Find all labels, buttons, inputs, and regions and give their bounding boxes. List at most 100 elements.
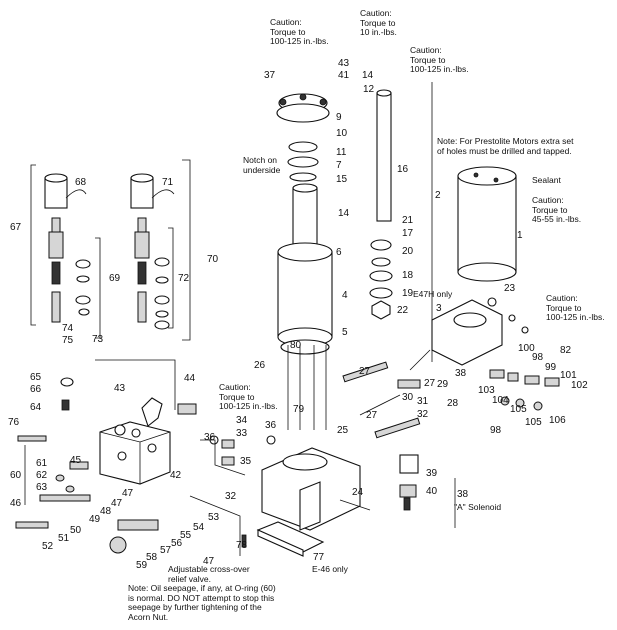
part-number: 1: [517, 230, 523, 241]
part-number: 50: [70, 525, 82, 536]
solenoid-coil-right: [130, 173, 175, 330]
part-number: 64: [30, 402, 42, 413]
part-number: 20: [402, 246, 414, 257]
part-number: 71: [162, 177, 174, 188]
part-number: 22: [397, 305, 409, 316]
part-number: 7: [336, 160, 342, 171]
caution-note: Caution: Torque to 100-125 in.-lbs.: [546, 293, 605, 322]
part-number: 75: [62, 335, 74, 346]
part-number: 14: [362, 70, 374, 81]
part-number: 48: [100, 506, 112, 517]
caution-note: Caution: Torque to 10 in.-lbs.: [360, 8, 397, 37]
part-number: 30: [402, 392, 414, 403]
relief-valve-label: Adjustable cross-over relief valve.: [168, 564, 250, 584]
valve-block: [99, 421, 171, 485]
part-number: 74: [62, 323, 74, 334]
part-number: 38: [455, 368, 467, 379]
part-number: 99: [545, 362, 557, 373]
motor: [457, 166, 517, 282]
part-number: 27: [366, 410, 378, 421]
part-number: 51: [58, 533, 70, 544]
part-number: 98: [532, 352, 544, 363]
part-number: 103: [478, 385, 495, 396]
part-number: 77: [313, 552, 325, 563]
part-number: 14: [338, 208, 350, 219]
part-number: 65: [30, 372, 42, 383]
part-number: 79: [293, 404, 305, 415]
part-number: 19: [402, 288, 414, 299]
part-number: 47: [122, 488, 134, 499]
part-number: 11: [336, 147, 347, 158]
part-number: 52: [42, 541, 54, 552]
part-number: 80: [290, 340, 302, 351]
caution-note: Caution: Torque to 100-125 in.-lbs.: [410, 45, 469, 74]
part-number: 62: [36, 470, 48, 481]
pump-column: [276, 93, 333, 355]
part-number: 44: [184, 373, 196, 384]
part-number: 106: [549, 415, 566, 426]
part-number: 39: [426, 468, 438, 479]
part-number: 23: [504, 283, 516, 294]
part-number: 63: [36, 482, 48, 493]
part-number: 47: [203, 556, 215, 567]
part-number: 49: [89, 514, 101, 525]
part-number: 32: [417, 409, 429, 420]
part-number: 59: [136, 560, 148, 571]
part-number: 3: [436, 303, 442, 314]
part-number: 40: [426, 486, 438, 497]
part-number: 67: [10, 222, 22, 233]
base-housing: [261, 447, 361, 531]
part-number: 5: [342, 327, 348, 338]
part-number: 34: [236, 415, 248, 426]
notch-label: Notch on underside: [243, 155, 281, 175]
part-number: 69: [109, 273, 121, 284]
part-number: 35: [240, 456, 252, 467]
part-number: 16: [397, 164, 409, 175]
prestolite-note: Note: For Prestolite Motors extra set of…: [437, 136, 574, 156]
part-number: 101: [560, 370, 577, 381]
part-number: 12: [363, 84, 375, 95]
part-number: 25: [337, 425, 349, 436]
part-number: 24: [352, 487, 364, 498]
part-number: 105: [525, 417, 542, 428]
part-number: 105: [510, 404, 527, 415]
part-number: 43: [114, 383, 126, 394]
part-number: 56: [171, 538, 183, 549]
part-number: 31: [417, 396, 429, 407]
part-number: 33: [236, 428, 248, 439]
solenoid-coil-left: [44, 173, 91, 323]
part-number: 15: [336, 174, 348, 185]
sealant-label: Sealant: [532, 175, 561, 185]
part-number: 37: [264, 70, 276, 81]
part-number: 28: [447, 398, 459, 409]
part-number: 58: [146, 552, 158, 563]
part-number: 98: [490, 425, 502, 436]
part-number: 9: [336, 112, 342, 123]
part-number: 54: [193, 522, 205, 533]
part-number: 26: [254, 360, 266, 371]
part-number: 47: [111, 498, 123, 509]
part-number: 45: [70, 455, 82, 466]
part-number: 72: [178, 273, 190, 284]
part-number: 70: [207, 254, 219, 265]
oil-seepage-note: Note: Oil seepage, if any, at O-ring (60…: [128, 583, 276, 622]
part-number: 55: [180, 530, 192, 541]
part-number: 36: [265, 420, 277, 431]
e47-label: E47H only: [413, 289, 453, 299]
part-number: 102: [571, 380, 588, 391]
part-number: 38: [457, 489, 469, 500]
part-number: 66: [30, 384, 42, 395]
part-number: 4: [342, 290, 348, 301]
caution-note: Caution: Torque to 100-125 in.-lbs.: [219, 382, 278, 411]
part-number: 10: [336, 128, 348, 139]
part-number: 76: [8, 417, 20, 428]
part-number: 36: [204, 432, 216, 443]
part-number: 53: [208, 512, 220, 523]
part-number: 104: [492, 395, 509, 406]
part-number: 29: [437, 379, 449, 390]
part-number: 17: [402, 228, 414, 239]
caution-note: Caution: Torque to 100-125 in.-lbs.: [270, 17, 329, 46]
part-number: 57: [160, 545, 172, 556]
